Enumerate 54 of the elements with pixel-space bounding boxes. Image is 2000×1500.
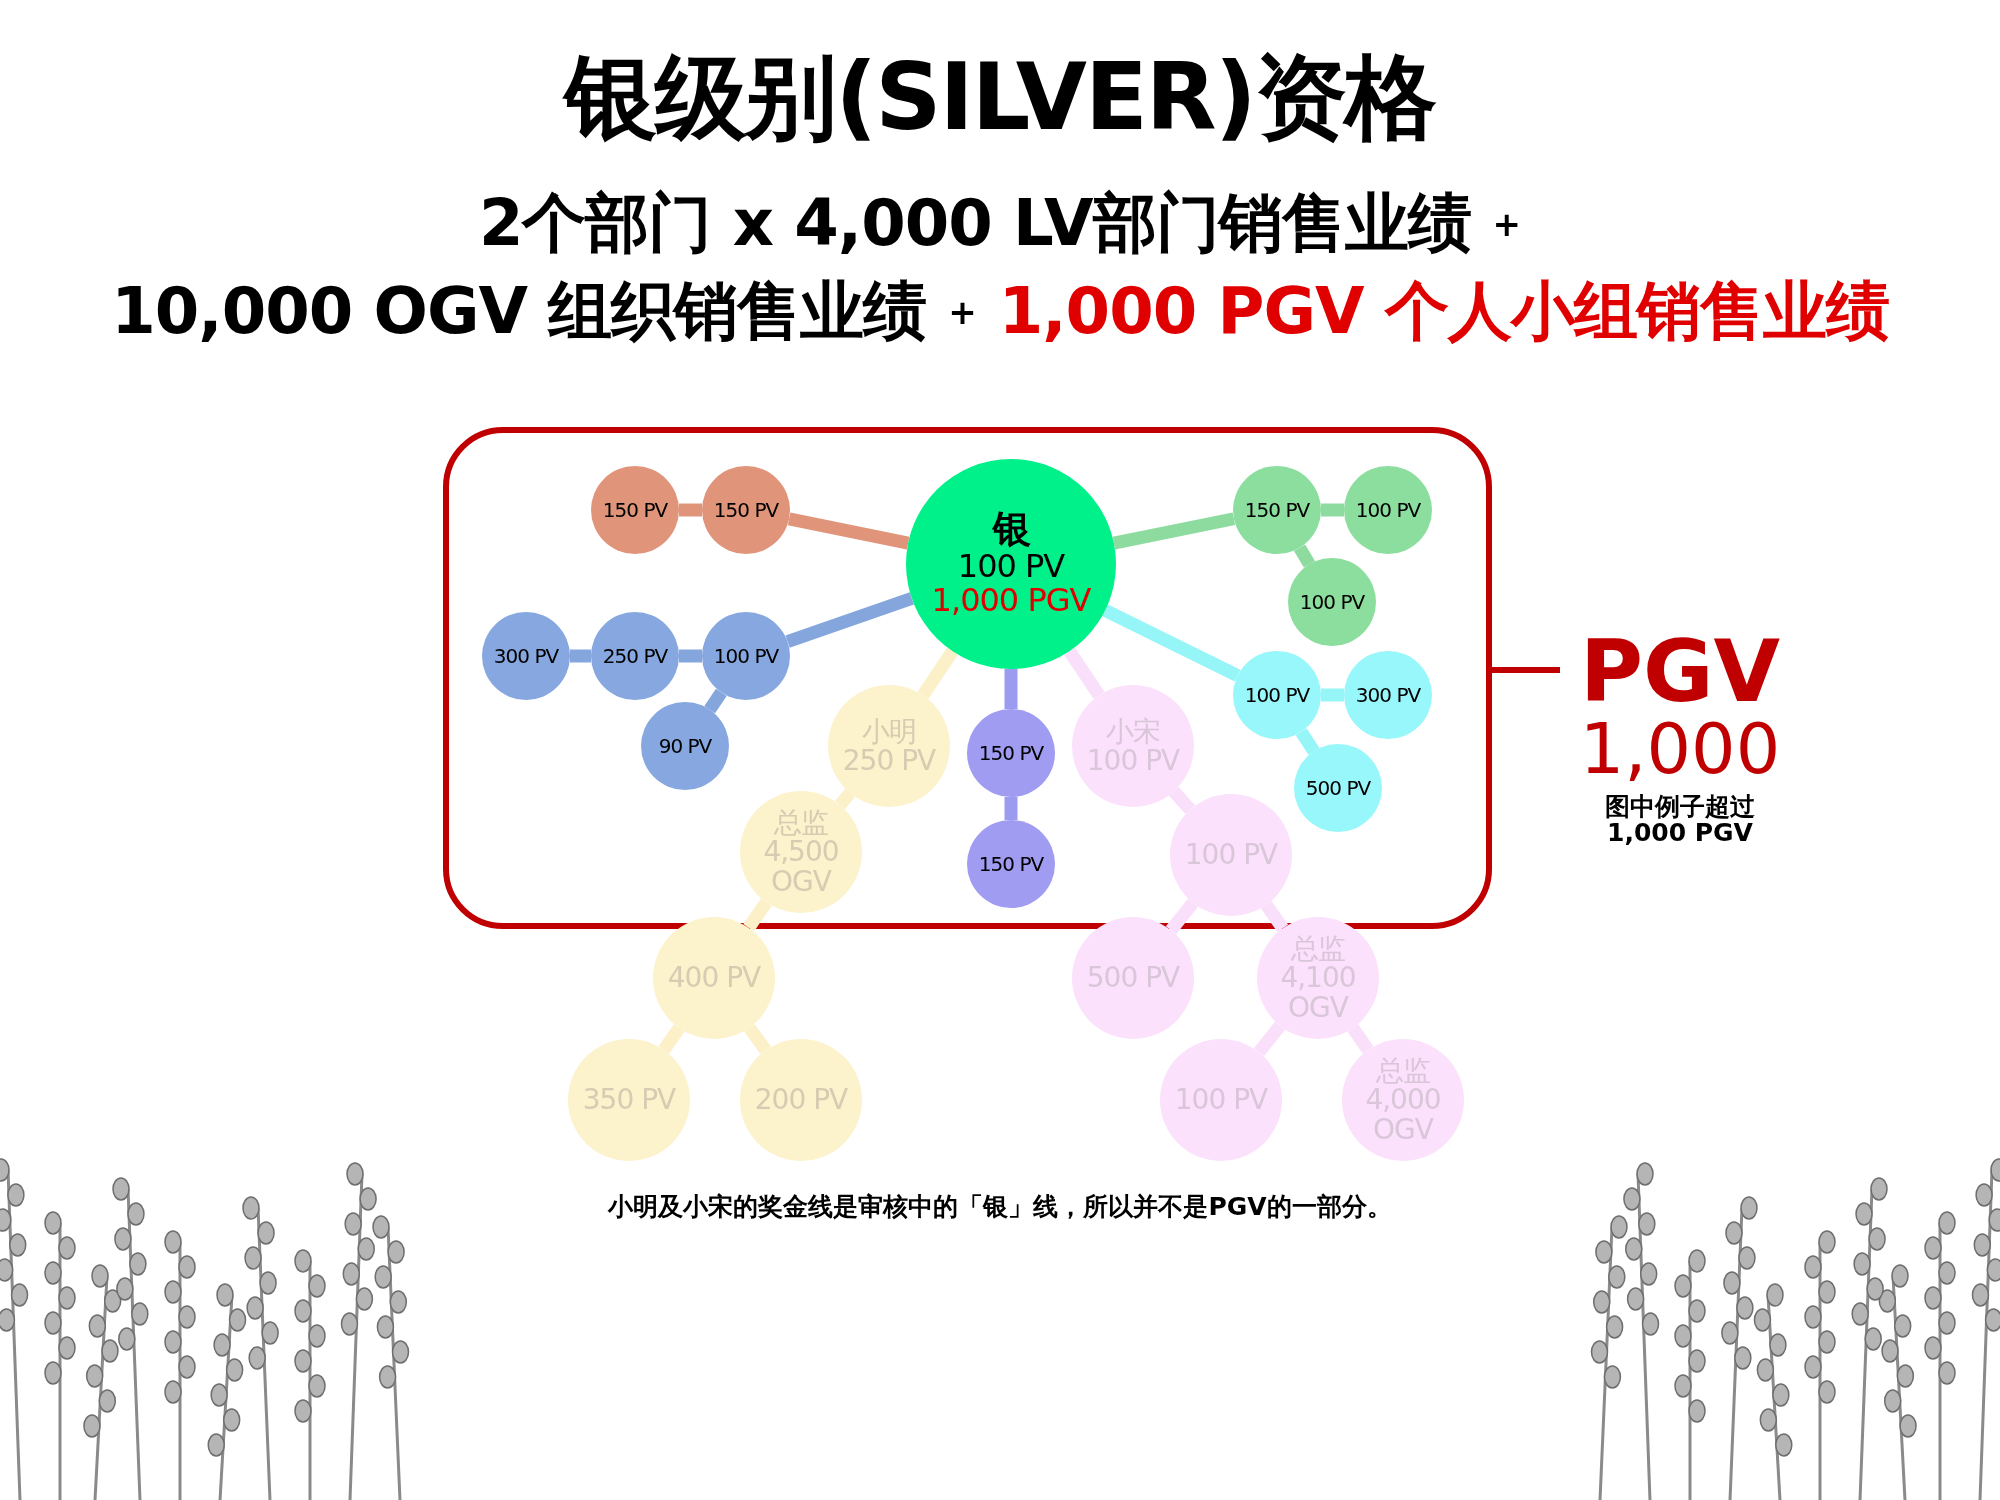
connector-line [1321, 503, 1344, 517]
connector-line [1102, 604, 1241, 682]
member-label: 150 PV [602, 499, 668, 521]
connector-line [1321, 688, 1344, 702]
connector-line [1004, 669, 1018, 709]
requirement-text: 1,000 PGV 个人小组销售业绩 [998, 273, 1889, 350]
connector-line [658, 1024, 685, 1054]
member-label: 银 [992, 510, 1030, 551]
connector-line [1492, 667, 1560, 673]
note-text: 图中例子超过 1,000 PGV [1604, 794, 1756, 847]
connector-line [744, 1023, 771, 1055]
plus-sign: + [1492, 203, 1522, 244]
member-label: 250 PV [602, 645, 668, 667]
member-label: 300 PV [493, 645, 559, 667]
member-label: 150 PV [1244, 499, 1310, 521]
connector-line [1165, 898, 1199, 935]
member-label: 100 PV [957, 550, 1065, 584]
connector-line [570, 649, 591, 663]
member-label: 150 PV [978, 742, 1044, 764]
footnote-text: 小明及小宋的奖金线是审核中的「银」线，所以并不是PGV的一部分。 [606, 1192, 1393, 1222]
connector-line [1004, 797, 1018, 820]
pgv-text: PGV [1579, 628, 1781, 714]
connector-line [743, 898, 772, 932]
connector-line [1112, 512, 1236, 550]
connector-line [1260, 901, 1289, 932]
group-frame [443, 427, 1492, 929]
title: 银级别(SILVER)资格 [0, 52, 2000, 144]
connector-line [834, 788, 856, 810]
member-label: 100 PV [1244, 684, 1310, 706]
requirement-text: 10,000 OGV 组织销售业绩 [111, 273, 927, 350]
connector-line [704, 688, 727, 714]
connector-line [1064, 647, 1105, 699]
connector-line [1253, 1021, 1286, 1057]
member-label: 100 PV [713, 645, 779, 667]
connector-line [785, 592, 914, 648]
member-label: 150 PV [978, 853, 1044, 875]
connector-line [1168, 787, 1196, 814]
connector-line [1294, 544, 1315, 568]
member-label: 500 PV [1305, 777, 1371, 799]
member-label: 150 PV [713, 499, 779, 521]
connector-line [679, 503, 702, 517]
connector-line [1295, 728, 1320, 755]
pgv-text: 1,000 [1579, 714, 1781, 784]
connector-line [787, 512, 910, 550]
member-label: 100 PV [1299, 591, 1365, 613]
member-label: 100 PV [1355, 499, 1421, 521]
plus-sign: + [948, 291, 977, 332]
connector-line [1347, 1024, 1374, 1054]
connector-line [917, 647, 958, 699]
member-label: 1,000 PGV [931, 583, 1091, 618]
member-label: 300 PV [1355, 684, 1421, 706]
connector-line [679, 649, 702, 663]
member-label: 90 PV [658, 735, 712, 757]
requirement-text: 2个部门 x 4,000 LV部门销售业绩 [478, 185, 1471, 262]
